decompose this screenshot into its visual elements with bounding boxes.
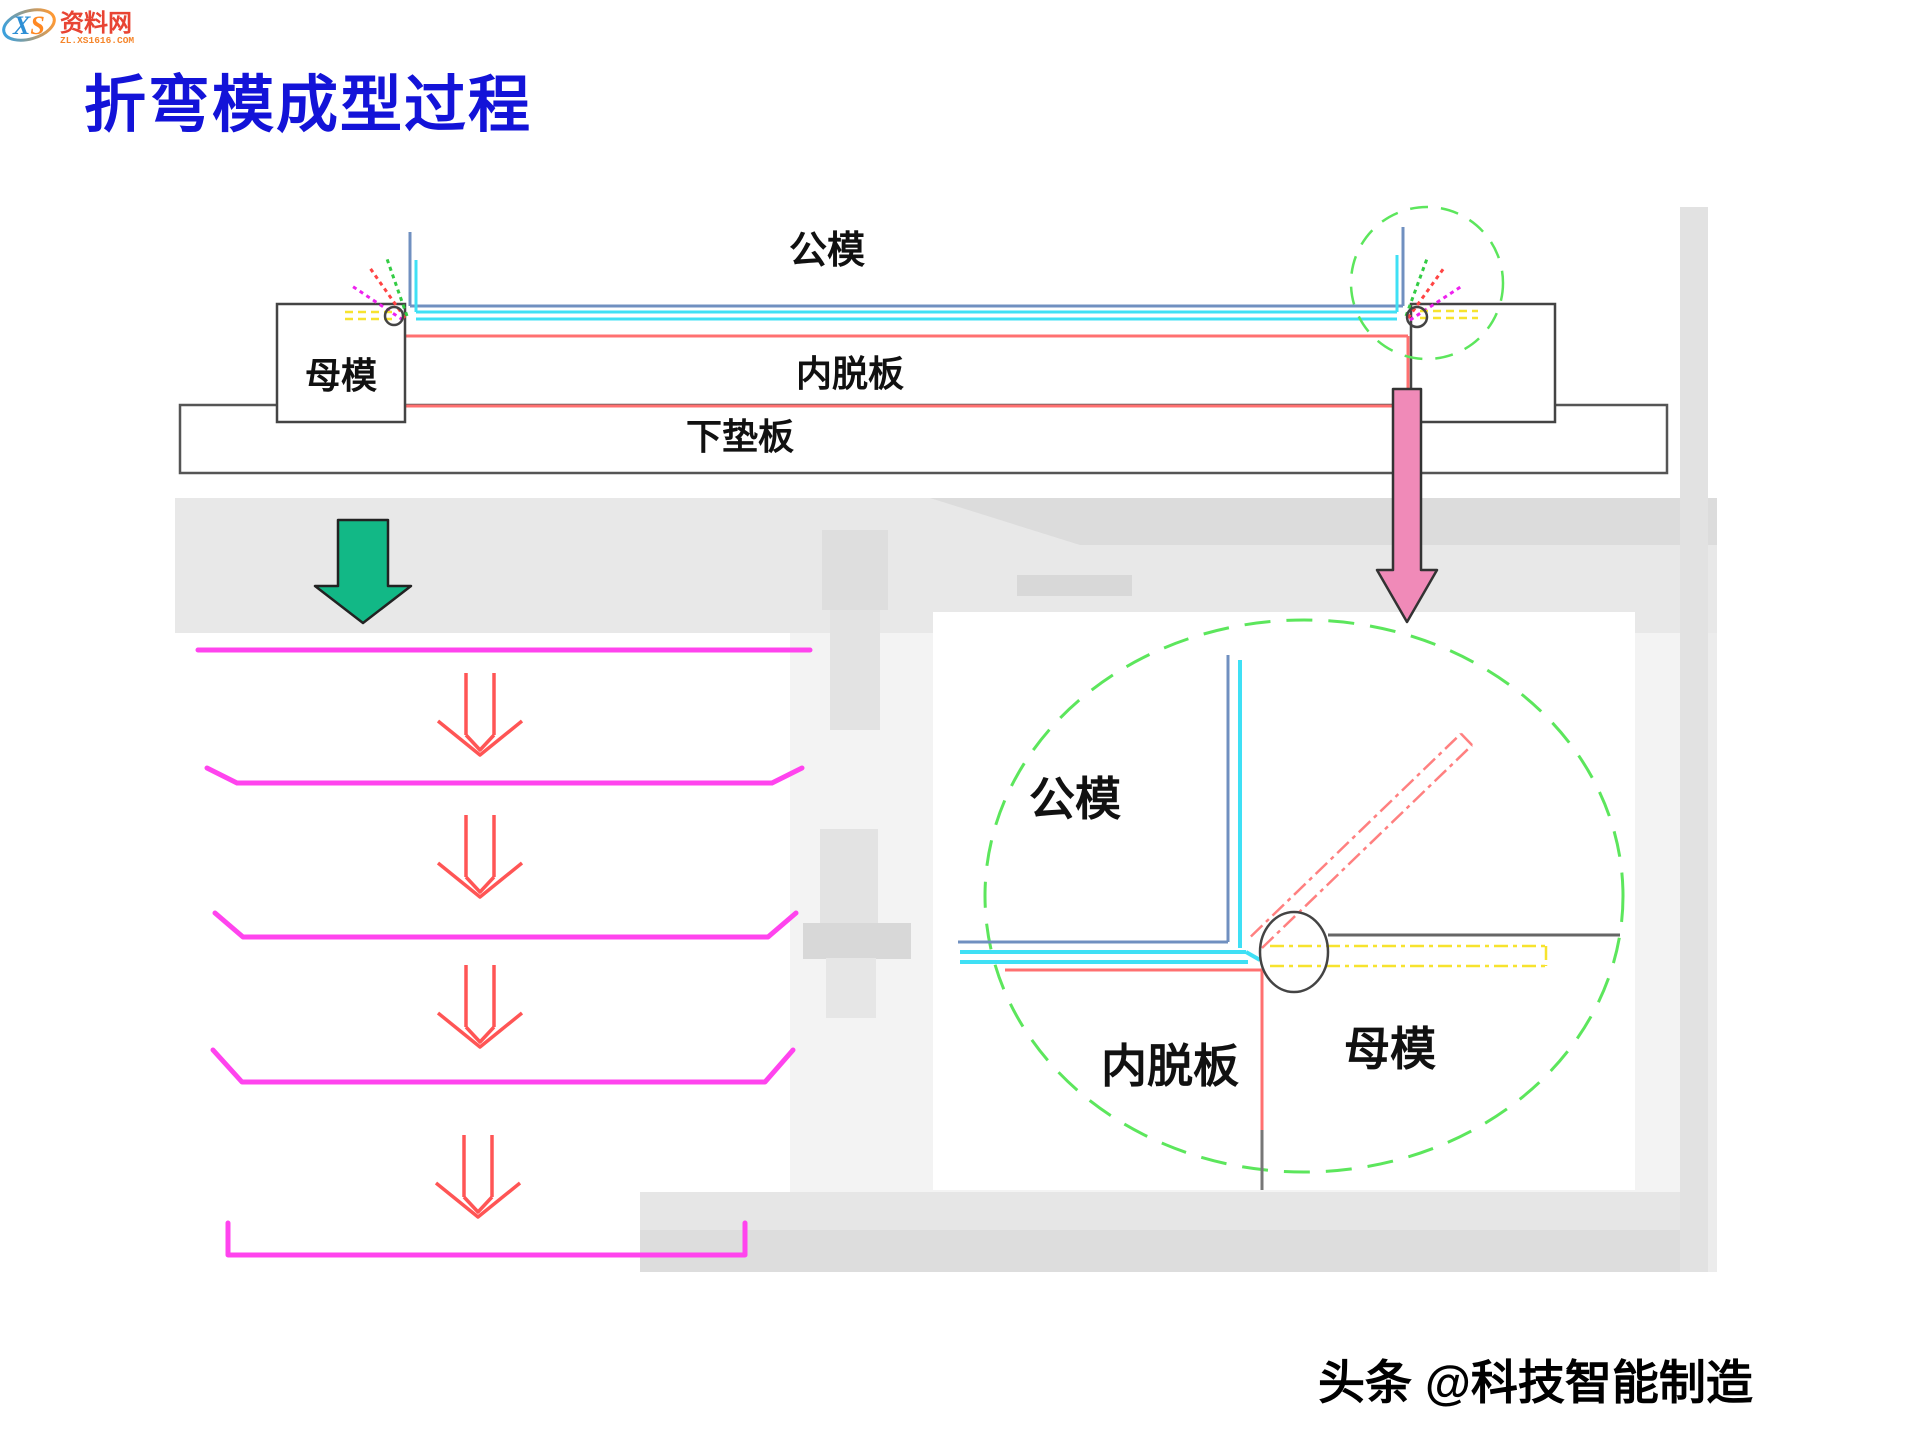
watermark-byline: 头条 @科技智能制造: [1318, 1356, 1753, 1409]
detail-panel: 公模 内脱板 母模: [933, 612, 1635, 1190]
zoom-highlight-circle: [1349, 205, 1505, 361]
top-punch-label: 公模: [789, 230, 865, 272]
bend-stage-4: [210, 1047, 796, 1085]
step-arrow-1: [436, 671, 524, 757]
machine-bg-notch: [1017, 575, 1132, 596]
step-arrow-3: [436, 963, 524, 1049]
detail-flat-flange: [1270, 944, 1548, 968]
fan-green-right: [1404, 255, 1430, 317]
step-arrow-2: [436, 813, 524, 899]
pink-down-arrow: [1375, 387, 1439, 624]
machine-bottom-plate-lower: [640, 1230, 1717, 1272]
fan-magenta-right: [1409, 284, 1463, 322]
step-arrow-4: [434, 1133, 522, 1219]
logo-letter-s: S: [30, 11, 44, 40]
detail-punch-label: 公模: [1029, 774, 1121, 825]
green-down-arrow: [313, 518, 413, 625]
logo-site-name: 资料网: [60, 10, 132, 37]
top-stripper-label: 内脱板: [796, 354, 904, 394]
logo-domain: ZL.XS1616.COM: [60, 35, 134, 46]
die-block-left: [275, 302, 407, 424]
bend-radius-circle-right: [1405, 305, 1429, 329]
machine-cylinder-top: [822, 530, 888, 610]
upper-assembly-diagram: 公模 母模 内脱板 下垫板: [178, 205, 1669, 475]
machine-cylinder-foot: [826, 958, 876, 1018]
fan-green-left: [384, 255, 409, 317]
detail-sheet-corner-hook: [1245, 950, 1261, 962]
detail-panel-bg: [933, 612, 1635, 1190]
machine-right-filler: [1708, 633, 1717, 1272]
detail-zoom-circle: [983, 618, 1625, 1174]
sequence-step-arrows: [434, 671, 524, 1219]
machine-cylinder-flange: [803, 923, 911, 959]
logo-monogram: XS: [12, 11, 45, 40]
bend-stage-5-channel: [225, 1220, 748, 1258]
machine-right-column: [1680, 207, 1708, 1272]
logo-letter-x: X: [12, 11, 31, 40]
machine-cylinder-stem: [830, 610, 880, 730]
top-base-plate-label: 下垫板: [686, 417, 794, 457]
fan-red-right: [1406, 267, 1446, 319]
logo-swoosh-icon: [2, 8, 56, 42]
site-logo: XS 资料网 ZL.XS1616.COM: [2, 8, 134, 46]
machine-bottom-plate-upper: [640, 1192, 1717, 1230]
die-block-right: [1409, 302, 1557, 424]
bend-stage-3: [212, 910, 799, 940]
fan-magenta-left: [351, 284, 404, 322]
detail-die-label: 母模: [1344, 1024, 1436, 1075]
detail-stripper-label: 内脱板: [1101, 1041, 1239, 1092]
bend-fan-right: [1404, 255, 1463, 322]
top-die-label: 母模: [305, 356, 377, 396]
machine-bg-band-shadow: [930, 498, 1717, 545]
bend-radius-circle-left: [383, 305, 405, 327]
flange-yellow-right: [1420, 309, 1478, 320]
machine-cylinder-lower: [820, 829, 878, 929]
bend-stage-2: [204, 765, 805, 786]
bend-sequence: [195, 647, 813, 1258]
detail-bend-radius-circle: [1258, 910, 1330, 994]
flange-yellow-left: [345, 310, 392, 321]
detail-bent-flange: [1250, 732, 1473, 949]
page-title: 折弯模成型过程: [84, 72, 533, 140]
